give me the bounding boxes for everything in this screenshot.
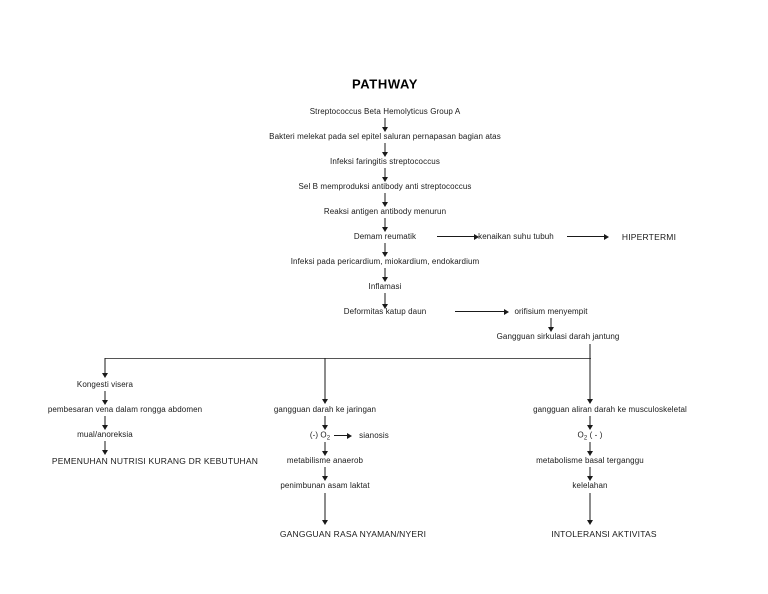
arrow-down-icon xyxy=(587,451,593,456)
arrow-down-icon xyxy=(382,202,388,207)
o2-label-prefix: O xyxy=(577,430,584,440)
arrow-down-icon xyxy=(587,425,593,430)
connector-line xyxy=(437,236,475,237)
connector-line xyxy=(384,243,386,255)
branch-distribution-bar xyxy=(105,358,591,359)
node-infeksi-pericardium: Infeksi pada pericardium, miokardium, en… xyxy=(290,257,480,266)
node-pembesaran-vena: pembesaran vena dalam rongga abdomen xyxy=(47,405,203,414)
node-gangguan-darah-jaringan: gangguan darah ke jaringan xyxy=(273,405,377,414)
node-deformitas-katup: Deformitas katup daun xyxy=(343,307,427,316)
o2-label-prefix: (-) O xyxy=(309,430,327,440)
arrow-down-icon xyxy=(382,252,388,257)
node-gangguan-aliran-musculoskeletal: gangguan aliran darah ke musculoskeletal xyxy=(533,405,687,414)
node-metabolisme-anaerob: metabilisme anaerob xyxy=(286,456,364,465)
node-sianosis: sianosis xyxy=(359,431,389,440)
arrow-right-icon xyxy=(504,309,509,315)
connector-line xyxy=(589,493,591,523)
arrow-down-icon xyxy=(322,520,328,525)
node-o2-negatif: O2 ( - ) xyxy=(577,431,602,442)
diagnosis-intoleransi-aktivitas: INTOLERANSI AKTIVITAS xyxy=(551,529,657,539)
connector-line xyxy=(589,467,591,479)
connector-line xyxy=(104,416,106,428)
connector-line xyxy=(384,268,386,280)
connector-line xyxy=(589,358,591,402)
connector-line xyxy=(384,168,386,180)
arrow-down-icon xyxy=(382,177,388,182)
connector-line xyxy=(550,318,552,330)
arrow-down-icon xyxy=(587,520,593,525)
arrow-down-icon xyxy=(322,476,328,481)
arrow-down-icon xyxy=(548,327,554,332)
node-infeksi-faringitis: Infeksi faringitis streptococcus xyxy=(330,157,440,166)
arrow-down-icon xyxy=(382,227,388,232)
arrow-right-icon xyxy=(347,433,352,439)
arrow-down-icon xyxy=(102,400,108,405)
connector-line xyxy=(455,311,505,312)
arrow-down-icon xyxy=(587,399,593,404)
o2-subscript: 2 xyxy=(326,435,331,441)
connector-line xyxy=(384,193,386,205)
arrow-down-icon xyxy=(322,425,328,430)
diagnosis-pemenuhan-nutrisi: PEMENUHAN NUTRISI KURANG DR KEBUTUHAN xyxy=(51,456,259,466)
connector-line xyxy=(589,442,591,454)
connector-line xyxy=(104,441,106,453)
arrow-down-icon xyxy=(322,399,328,404)
arrow-down-icon xyxy=(587,476,593,481)
connector-line xyxy=(324,467,326,479)
arrow-down-icon xyxy=(382,304,388,309)
connector-line xyxy=(324,442,326,454)
connector-line xyxy=(324,493,326,523)
node-orifisium-menyempit: orifisium menyempit xyxy=(514,307,588,316)
diagnosis-gangguan-rasa-nyaman: GANGGUAN RASA NYAMAN/NYERI xyxy=(279,529,427,539)
arrow-right-icon xyxy=(604,234,609,240)
node-mual-anoreksia: mual/anoreksia xyxy=(77,430,133,439)
connector-line xyxy=(384,118,386,130)
node-demam-reumatik: Demam reumatik xyxy=(353,232,417,241)
node-penimbunan-asam-laktat: penimbunan asam laktat xyxy=(280,481,370,490)
connector-line xyxy=(324,358,326,402)
node-o2-menurun: (-) O2 xyxy=(310,431,330,442)
node-inflamasi: Inflamasi xyxy=(368,282,402,291)
node-reaksi-antigen: Reaksi antigen antibody menurun xyxy=(323,207,447,216)
node-hipertermi: HIPERTERMI xyxy=(621,232,677,242)
connector-line xyxy=(384,293,386,307)
connector-line xyxy=(567,236,605,237)
node-sel-b-antibody: Sel B memproduksi antibody anti streptoc… xyxy=(298,182,472,191)
node-kongesti-visera: Kongesti visera xyxy=(76,380,134,389)
arrow-down-icon xyxy=(382,277,388,282)
connector-line xyxy=(589,344,591,359)
arrow-down-icon xyxy=(322,451,328,456)
arrow-down-icon xyxy=(102,425,108,430)
page-title: PATHWAY xyxy=(351,76,419,92)
node-bakteri-melekat: Bakteri melekat pada sel epitel saluran … xyxy=(269,132,501,141)
connector-line xyxy=(589,416,591,428)
node-streptococcus: Streptococcus Beta Hemolyticus Group A xyxy=(309,107,461,116)
arrow-down-icon xyxy=(102,450,108,455)
arrow-down-icon xyxy=(382,127,388,132)
node-gangguan-sirkulasi-jantung: Gangguan sirkulasi darah jantung xyxy=(496,332,620,341)
connector-line xyxy=(104,358,106,376)
connector-line xyxy=(384,218,386,230)
connector-line xyxy=(384,143,386,155)
node-kenaikan-suhu: kenaikan suhu tubuh xyxy=(478,232,554,241)
o2-label-suffix: ( - ) xyxy=(587,430,603,440)
node-metabolisme-basal-terganggu: metabolisme basal terganggu xyxy=(536,456,644,465)
arrow-right-icon xyxy=(474,234,479,240)
arrow-down-icon xyxy=(382,152,388,157)
connector-line xyxy=(334,435,348,436)
connector-line xyxy=(324,416,326,428)
o2-subscript: 2 xyxy=(583,435,588,441)
connector-line xyxy=(104,391,106,403)
arrow-down-icon xyxy=(102,373,108,378)
node-kelelahan: kelelahan xyxy=(572,481,608,490)
